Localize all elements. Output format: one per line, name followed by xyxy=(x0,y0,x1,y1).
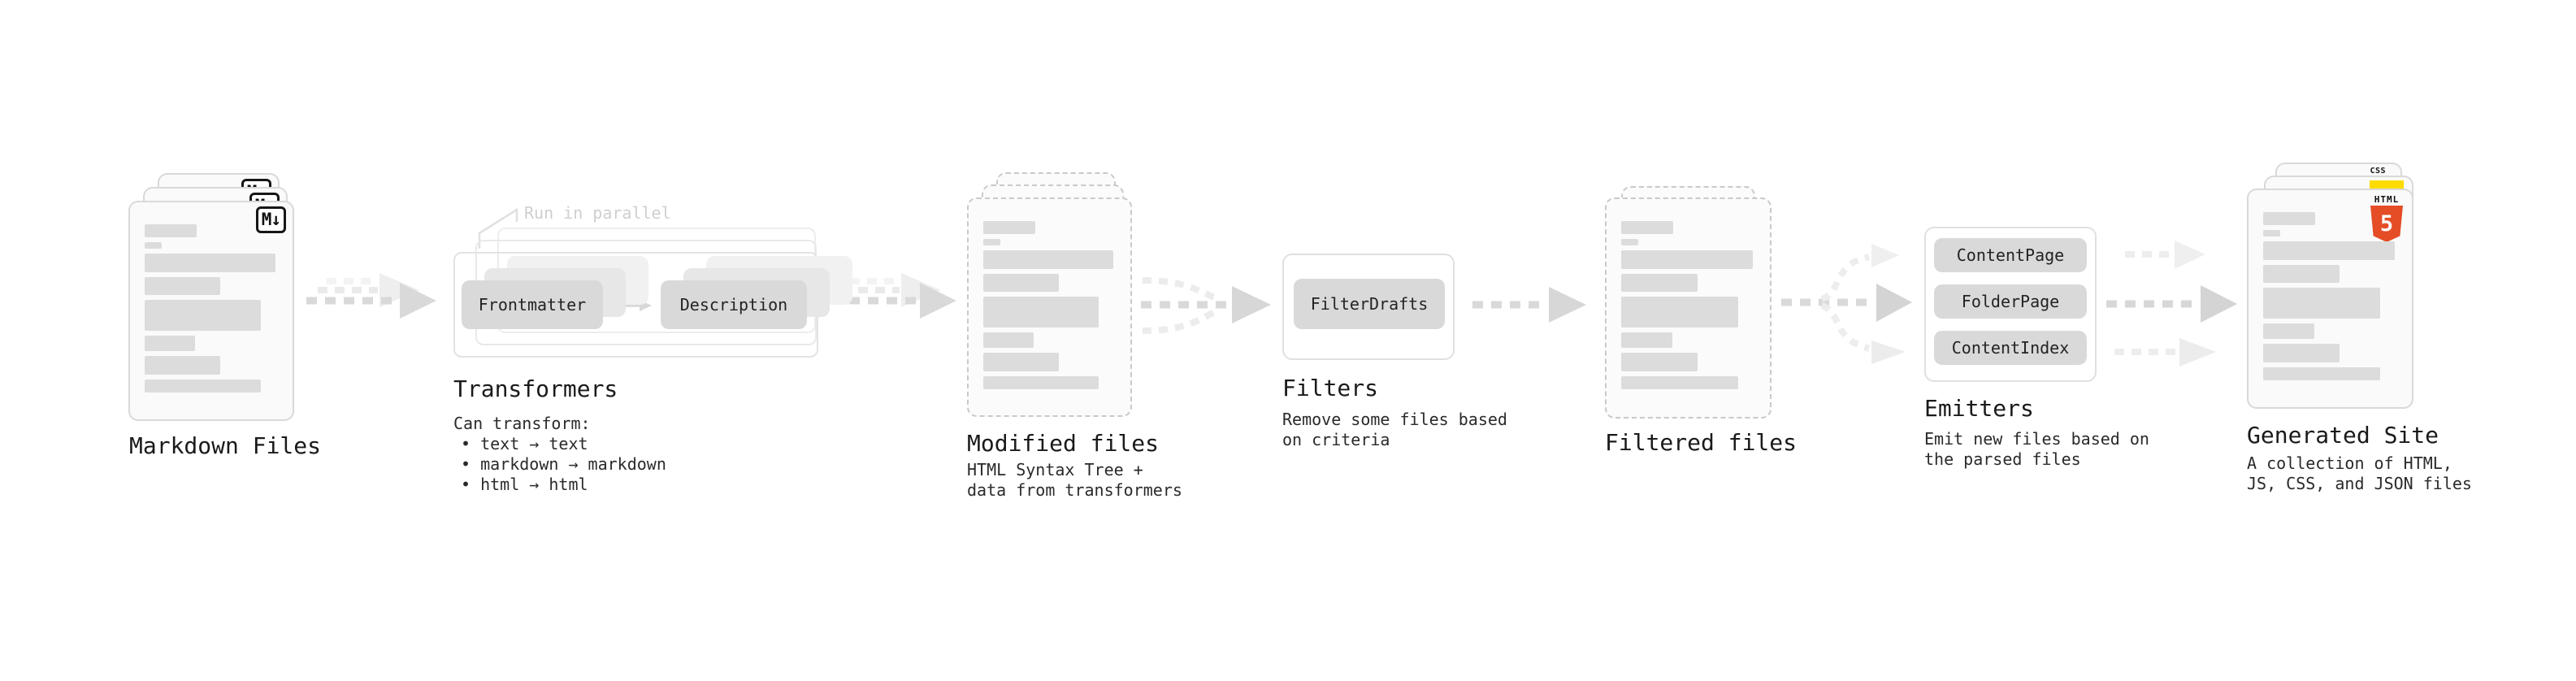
doc-placeholder-line xyxy=(1621,239,1639,245)
modified-files-label: Modified files xyxy=(967,430,1160,457)
transformers-label: Transformers xyxy=(453,375,618,402)
doc-placeholder-line xyxy=(2263,288,2380,319)
filtered-doc-front xyxy=(1605,197,1772,419)
emitters-label: Emitters xyxy=(1924,395,2034,422)
doc-placeholder-line xyxy=(2263,323,2314,339)
doc-placeholder-line xyxy=(145,242,163,249)
generated-site-label: Generated Site xyxy=(2247,422,2439,449)
doc-placeholder-line xyxy=(145,380,261,393)
modified-doc-front xyxy=(967,197,1132,417)
doc-placeholder-line xyxy=(2263,230,2281,236)
html5-icon-shield: 5 xyxy=(2370,206,2403,242)
branch-arrow-top-curve xyxy=(1820,254,1871,302)
filters-label: Filters xyxy=(1282,375,1379,401)
run-in-parallel-note: Run in parallel xyxy=(524,203,671,223)
doc-placeholder-line xyxy=(145,254,275,272)
doc-placeholder-line xyxy=(1621,221,1674,234)
branch-arrowhead-top xyxy=(1871,244,1899,267)
doc-placeholder-line xyxy=(2263,344,2340,362)
doc-placeholder-line xyxy=(983,274,1059,292)
doc-placeholder-line xyxy=(983,221,1035,234)
emitters-description: Emit new files based on the parsed files xyxy=(1924,429,2149,469)
doc-placeholder-line xyxy=(145,277,221,295)
folderpage-chip: FolderPage xyxy=(1934,284,2087,319)
doc-placeholder-line xyxy=(1621,376,1738,389)
markdown-doc-front: M↓ xyxy=(128,201,294,421)
doc-placeholder-line xyxy=(2263,241,2395,260)
doc-placeholder-lines xyxy=(1621,221,1755,401)
arrowhead-transformers-to-modified xyxy=(920,283,956,319)
doc-placeholder-line xyxy=(2263,265,2340,283)
markdown-icon: M↓ xyxy=(255,206,286,233)
transform-bullet: • html → html xyxy=(461,475,588,494)
generated-site-description: A collection of HTML, JS, CSS, and JSON … xyxy=(2247,453,2472,493)
doc-placeholder-line xyxy=(1621,297,1738,327)
arrowhead-filtered-to-emitters xyxy=(1876,284,1912,322)
doc-placeholder-line xyxy=(145,336,196,351)
doc-placeholder-line xyxy=(2263,212,2316,225)
modified-files-description: HTML Syntax Tree + data from transformer… xyxy=(967,460,1182,500)
doc-placeholder-line xyxy=(1621,332,1672,348)
contentpage-chip: ContentPage xyxy=(1934,238,2087,272)
transform-bullet: • markdown → markdown xyxy=(461,454,666,474)
doc-placeholder-line xyxy=(983,353,1059,371)
markdown-files-label: Markdown Files xyxy=(129,432,322,459)
merge-arrow-bottom-curve xyxy=(1142,307,1219,334)
arrowhead-modified-to-filters xyxy=(1232,286,1271,323)
html5-icon: HTML 5 xyxy=(2368,195,2405,242)
merge-arrow-top-curve xyxy=(1142,277,1219,302)
filtered-files-label: Filtered files xyxy=(1605,429,1798,456)
arrowhead-folderpage-to-site xyxy=(2201,285,2237,323)
doc-placeholder-line xyxy=(1621,353,1698,371)
frontmatter-chip: Frontmatter xyxy=(462,280,603,329)
doc-placeholder-line xyxy=(983,297,1099,327)
doc-placeholder-line xyxy=(145,300,261,331)
description-chip: Description xyxy=(661,280,807,329)
arrowhead-filters-to-filtered xyxy=(1549,287,1586,323)
transformers-description-heading: Can transform: xyxy=(453,414,591,433)
doc-placeholder-lines xyxy=(2263,212,2397,391)
arrowhead-contentindex-to-site xyxy=(2179,338,2216,367)
filterdrafts-chip: FilterDrafts xyxy=(1294,279,1445,329)
doc-placeholder-line xyxy=(2263,367,2380,380)
doc-placeholder-line xyxy=(1621,250,1753,269)
doc-placeholder-line xyxy=(145,224,197,237)
filters-description: Remove some files based on criteria xyxy=(1282,410,1507,449)
doc-placeholder-line xyxy=(983,239,1001,245)
doc-placeholder-line xyxy=(983,376,1099,389)
html5-icon-number: 5 xyxy=(2379,211,2394,236)
doc-placeholder-line xyxy=(983,250,1113,269)
branch-arrow-bottom-curve xyxy=(1820,302,1871,352)
transformers-bullet-list: • text → text • markdown → markdown • ht… xyxy=(461,434,666,495)
transform-bullet: • text → text xyxy=(461,434,588,453)
contentindex-chip: ContentIndex xyxy=(1934,331,2087,365)
arrowhead-markdown-to-transformers xyxy=(400,283,436,319)
arrowhead-contentpage-to-site xyxy=(2175,241,2205,269)
branch-arrowhead-bottom xyxy=(1871,340,1906,364)
doc-placeholder-line xyxy=(145,356,221,375)
doc-placeholder-line xyxy=(1621,274,1698,292)
html5-icon-word: HTML xyxy=(2374,194,2400,205)
doc-placeholder-lines xyxy=(983,221,1116,399)
generated-doc-front: HTML 5 xyxy=(2247,189,2413,409)
doc-placeholder-line xyxy=(983,332,1034,348)
doc-placeholder-lines xyxy=(145,224,278,403)
